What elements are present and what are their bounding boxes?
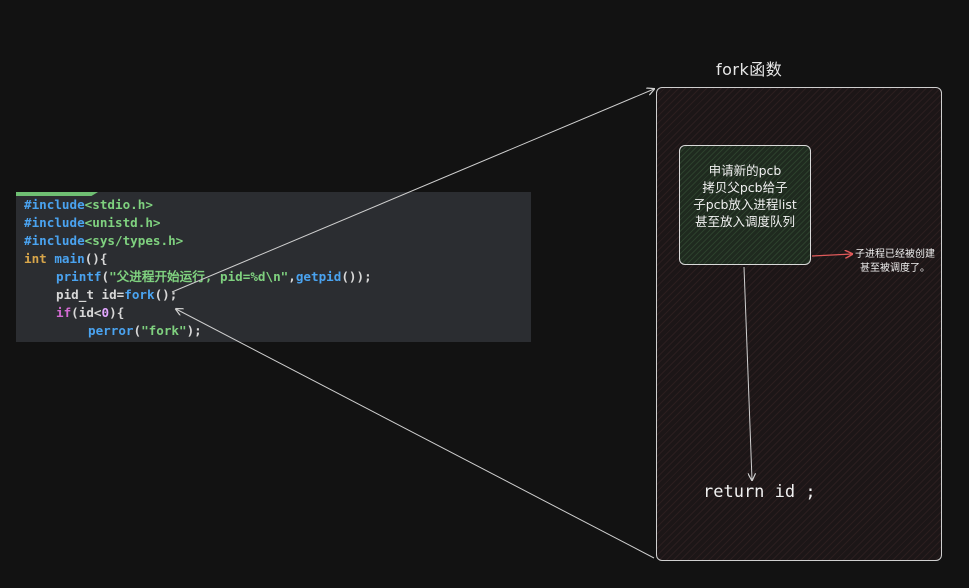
- code-token: perror: [88, 323, 134, 338]
- code-token: fork: [124, 287, 155, 302]
- fork-steps-box: 申请新的pcb 拷贝父pcb给子 子pcb放入进程list 甚至放入调度队列: [679, 145, 811, 265]
- code-tab-marker: [16, 192, 98, 196]
- code-token: ());: [341, 269, 372, 284]
- code-token: <stdio.h>: [84, 197, 153, 212]
- code-token: (: [133, 323, 142, 338]
- note-line: 子进程已经被创建: [855, 249, 935, 260]
- code-token: "父进程开始运行, pid=%d\n": [109, 269, 289, 284]
- code-token: main: [54, 251, 85, 266]
- code-token: (id<: [71, 305, 102, 320]
- note-line: 甚至被调度了。: [860, 263, 930, 274]
- code-line-8: perror("fork");: [88, 322, 202, 340]
- code-token: (){: [84, 251, 108, 266]
- step-text: 申请新的pcb: [708, 163, 782, 178]
- code-token: pid_t id=: [56, 287, 125, 302]
- code-token: ();: [154, 287, 178, 302]
- frame-title: fork函数: [716, 60, 783, 79]
- code-token: getpid: [295, 269, 342, 284]
- code-line-4: int main(){: [24, 250, 107, 268]
- code-token: printf: [56, 269, 102, 284]
- code-token: ,: [288, 269, 296, 284]
- code-token: #include: [24, 197, 85, 212]
- code-token: 0: [101, 305, 110, 320]
- code-token: int: [24, 251, 47, 266]
- code-line-5: printf("父进程开始运行, pid=%d\n",getpid());: [56, 268, 372, 286]
- child-process-note: 子进程已经被创建 甚至被调度了。: [855, 248, 935, 276]
- code-token: ){: [109, 305, 125, 320]
- code-line-7: if(id<0){: [56, 304, 124, 322]
- code-snippet: #include<stdio.h> #include<unistd.h> #in…: [16, 192, 531, 342]
- step-text: 子pcb放入进程list: [693, 197, 797, 212]
- code-token: (: [101, 269, 110, 284]
- arrow-frame-return-to-code: [176, 309, 655, 559]
- step-text: 甚至放入调度队列: [694, 214, 795, 229]
- step-text: 拷贝父pcb给子: [702, 180, 788, 195]
- code-token: );: [186, 323, 202, 338]
- code-token: #include: [24, 215, 85, 230]
- code-token: <sys/types.h>: [84, 233, 184, 248]
- code-line-6: pid_t id=fork();: [56, 286, 177, 304]
- code-token: "fork": [141, 323, 187, 338]
- code-token: if: [56, 305, 72, 320]
- code-line-1: #include<stdio.h>: [24, 196, 153, 214]
- code-line-2: #include<unistd.h>: [24, 214, 161, 232]
- code-token: <unistd.h>: [84, 215, 161, 230]
- return-statement: return id ;: [703, 482, 816, 502]
- code-line-3: #include<sys/types.h>: [24, 232, 183, 250]
- code-token: #include: [24, 233, 85, 248]
